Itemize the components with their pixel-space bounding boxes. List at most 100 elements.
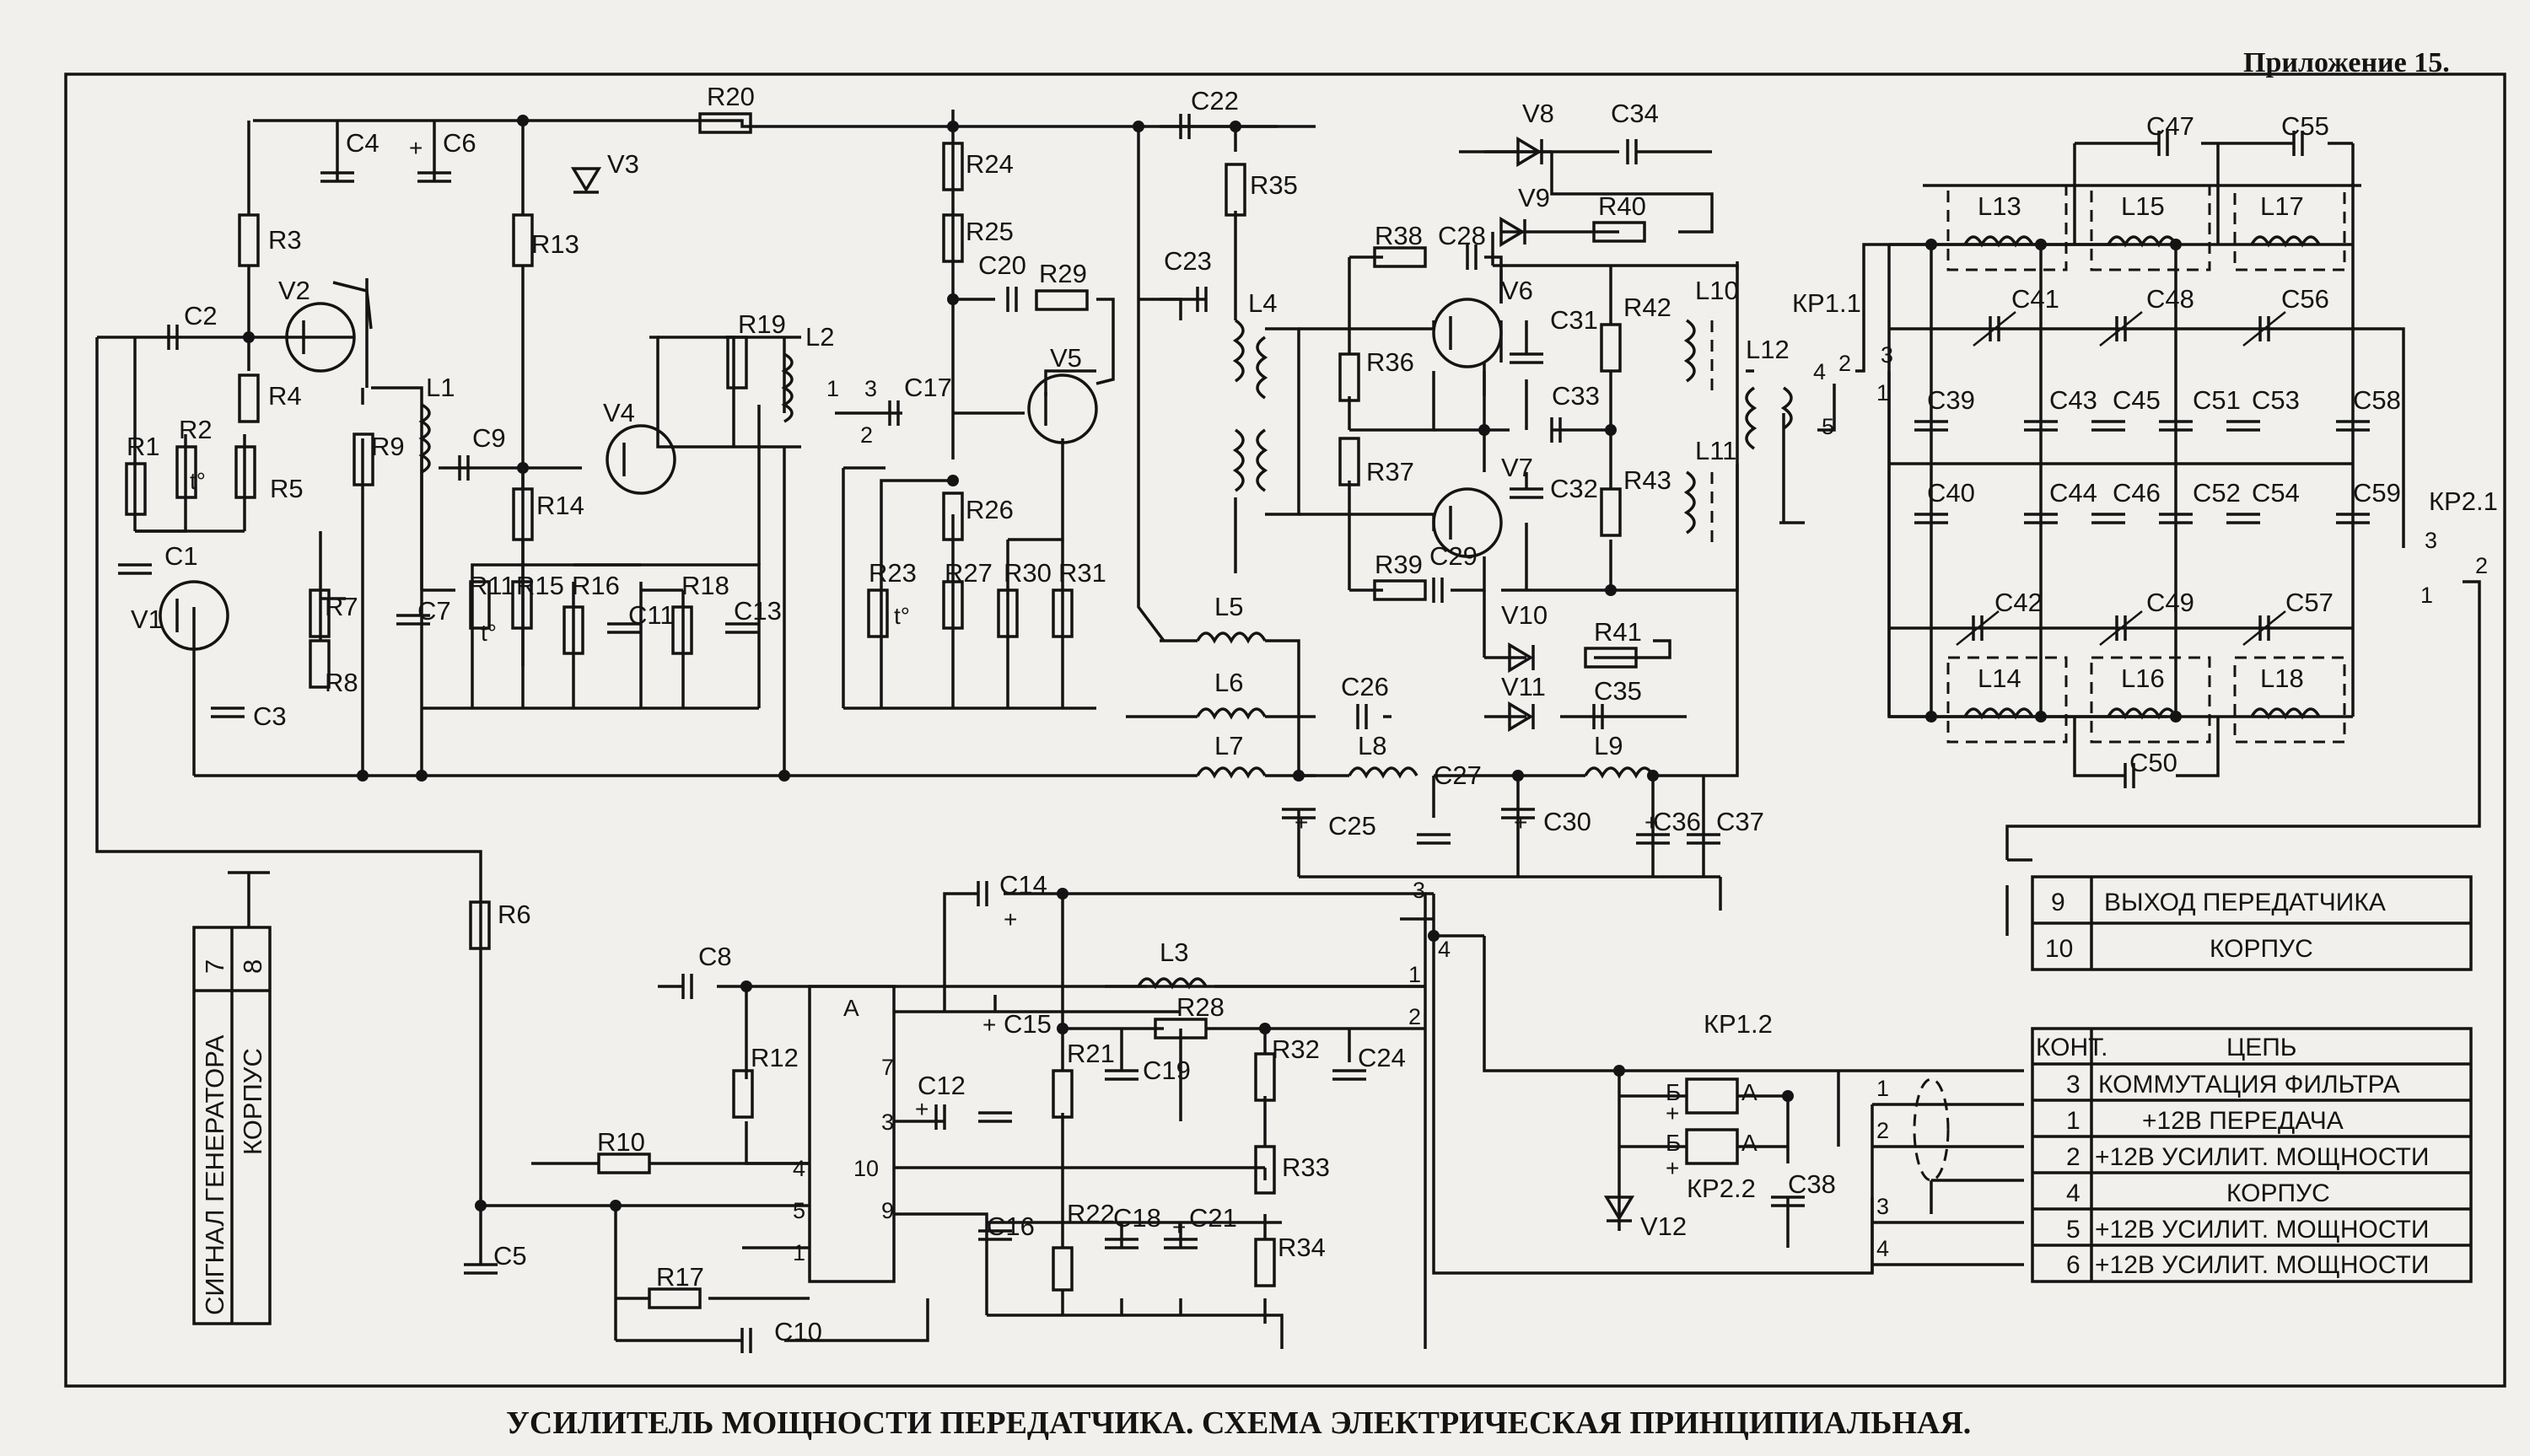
pin-label: 1 <box>826 376 839 401</box>
contact-circuit: КОММУТАЦИЯ ФИЛЬТРА <box>2098 1071 2400 1099</box>
ground-label: КОРПУС <box>238 1048 267 1155</box>
capacitor-designator: C26 <box>1341 672 1389 701</box>
pin-label: 3 <box>1876 1194 1889 1219</box>
contact-pin: 3 <box>2066 1071 2081 1099</box>
contact-header-pin: КОНТ. <box>2036 1034 2107 1061</box>
inductor-designator: L5 <box>1214 592 1243 621</box>
relay-kp12-coil <box>1685 1077 1739 1115</box>
plus-sign: + <box>1666 1100 1679 1126</box>
capacitor-designator: C55 <box>2281 111 2329 141</box>
contact-circuit: +12В УСИЛИТ. МОЩНОСТИ <box>2095 1143 2429 1171</box>
capacitor-designator: C27 <box>1434 760 1482 790</box>
capacitor-designator: C49 <box>2146 588 2194 617</box>
device-designator: V11 <box>1501 672 1546 701</box>
resistor-designator: R4 <box>268 381 302 411</box>
resistor-designator: R28 <box>1176 992 1225 1022</box>
capacitor-designator: C6 <box>443 128 476 158</box>
pin-label: 2 <box>1838 351 1851 376</box>
pin-label: 4 <box>1813 359 1826 384</box>
contact-pin: 5 <box>2066 1216 2081 1244</box>
contact-table <box>2031 1027 2473 1283</box>
ic-a <box>808 985 896 1283</box>
contact-table-text: КОНТ. ЦЕПЬ 3 КОММУТАЦИЯ ФИЛЬТРА 1 +12В П… <box>2036 1034 2429 1279</box>
capacitor-designator: C57 <box>2285 588 2334 617</box>
capacitor-designator: C28 <box>1438 221 1486 250</box>
capacitor-designator: C58 <box>2353 385 2401 415</box>
capacitor-designator: C36 <box>1653 807 1701 836</box>
resistor-designator: R5 <box>270 474 304 503</box>
pin-label: 2 <box>2475 553 2488 578</box>
capacitor-designator: C24 <box>1358 1043 1406 1072</box>
pin-label: 3 <box>2425 528 2437 553</box>
capacitor-designator: C48 <box>2146 284 2194 314</box>
resistor-designator: R8 <box>325 668 358 697</box>
relay-kp11-label: КР1.1 <box>1792 288 1861 318</box>
device-designator: V2 <box>278 276 310 305</box>
plus-sign: + <box>915 1096 929 1122</box>
ic-pin: 1 <box>793 1240 805 1265</box>
capacitor-designator: C50 <box>2129 748 2177 777</box>
resistor-designator: R20 <box>707 82 755 111</box>
inductor-designator: L10 <box>1695 276 1739 305</box>
capacitor-designator: C4 <box>346 128 380 158</box>
contact-circuit: +12В УСИЛИТ. МОЩНОСТИ <box>2095 1251 2429 1279</box>
relay-labels: КР1.1 КР1.2 КР2.1 КР2.2 Б А Б А + + <box>1666 288 2498 1203</box>
pin-label: 1 <box>1876 380 1889 406</box>
capacitor-designator: C47 <box>2146 111 2194 141</box>
device-designator: V3 <box>607 149 639 179</box>
capacitor-designator: C41 <box>2011 284 2059 314</box>
resistor-designator: R29 <box>1039 259 1087 288</box>
device-designator: V9 <box>1518 183 1550 212</box>
capacitor-designator: C37 <box>1716 807 1764 836</box>
resistor-designator: R2 <box>179 415 213 444</box>
resistor-designator: R34 <box>1278 1233 1326 1262</box>
capacitor-designator: C5 <box>493 1241 527 1271</box>
resistor-designator: R1 <box>126 432 160 461</box>
resistor-designator: R23 <box>869 558 917 588</box>
capacitor-designator: C19 <box>1143 1056 1191 1085</box>
connector-labels: СИГНАЛ ГЕНЕРАТОРА 7 КОРПУС 8 <box>200 959 267 1315</box>
resistor-designator: R12 <box>751 1043 799 1072</box>
resistor-designator: R15 <box>516 571 564 600</box>
contact-header-circuit: ЦЕПЬ <box>2226 1034 2296 1061</box>
capacitor-designator: C29 <box>1429 541 1478 571</box>
plus-sign: + <box>1666 1155 1679 1181</box>
capacitor-designator: C35 <box>1594 676 1642 706</box>
ic-pin: 4 <box>793 1156 805 1181</box>
inductor-designator: L8 <box>1358 731 1386 760</box>
temp-mark: t° <box>481 620 497 646</box>
ic-pin: 10 <box>853 1156 879 1181</box>
plus-sign: + <box>409 135 423 161</box>
device-designator: V7 <box>1501 453 1533 482</box>
resistor-designator: R35 <box>1250 170 1298 200</box>
capacitor-designator: C52 <box>2193 478 2241 508</box>
contact-circuit: КОРПУС <box>2226 1179 2330 1207</box>
output-pin: 9 <box>2051 889 2065 916</box>
pin-label: 3 <box>1881 342 1893 368</box>
relay-kp22-coil <box>1685 1128 1739 1165</box>
generator-signal-label: СИГНАЛ ГЕНЕРАТОРА <box>200 1034 229 1315</box>
contact-pin: 2 <box>2066 1143 2081 1171</box>
resistor-designator: R22 <box>1067 1199 1115 1228</box>
capacitor-designator: C2 <box>184 301 218 330</box>
contact-circuit: +12В ПЕРЕДАЧА <box>2142 1107 2344 1135</box>
capacitor-designator: C45 <box>2113 385 2161 415</box>
capacitor-designator: C13 <box>734 596 782 626</box>
resistor-designator: R9 <box>371 432 405 461</box>
contact-circuit: +12В УСИЛИТ. МОЩНОСТИ <box>2095 1216 2429 1244</box>
relay-terminal: Б <box>1666 1079 1681 1105</box>
capacitor-designator: C33 <box>1552 381 1600 411</box>
relay-terminal: А <box>1741 1130 1758 1156</box>
junctions <box>243 115 2182 1212</box>
inductor-designator: L12 <box>1746 335 1790 364</box>
contact-pin: 4 <box>2066 1179 2081 1207</box>
contact-pin: 6 <box>2066 1251 2081 1279</box>
capacitor-designator: C14 <box>999 870 1047 900</box>
capacitor-designator: C16 <box>987 1212 1035 1241</box>
pin-label: 2 <box>1408 1004 1421 1029</box>
resistors <box>125 112 1646 1309</box>
resistor-designator: R25 <box>966 217 1014 246</box>
temp-mark: t° <box>894 603 910 629</box>
